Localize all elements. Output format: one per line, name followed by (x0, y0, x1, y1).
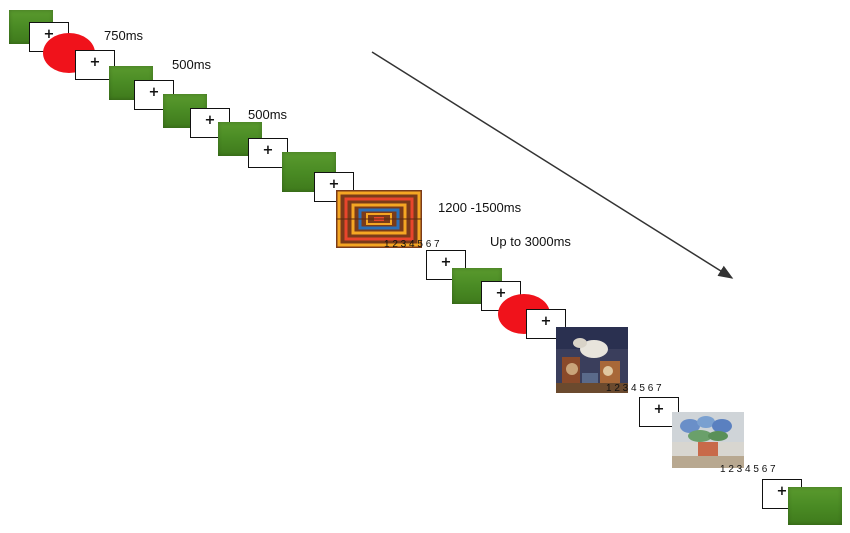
fixation-cross-icon: + (328, 177, 340, 192)
fixation-screen: + (248, 138, 288, 168)
fixation-cross-icon: + (262, 143, 274, 158)
timing-label-up-to-3000: Up to 3000ms (490, 234, 571, 249)
fixation-cross-icon: + (440, 255, 452, 270)
fixation-cross-icon: + (653, 402, 665, 417)
timing-label-500-b: 500ms (248, 107, 288, 122)
fixation-cross-icon: + (89, 55, 101, 70)
green-screen (788, 487, 842, 525)
artwork-stimulus-image (672, 412, 744, 468)
fixation-cross-icon: + (148, 85, 160, 100)
artwork-stimulus-image (556, 327, 628, 393)
pattern-stimulus-image (336, 190, 422, 248)
fixation-cross-icon: + (776, 484, 788, 499)
rating-scale-3: 1 2 3 4 5 6 7 (720, 464, 776, 475)
timing-label-1200-1500: 1200 -1500ms (438, 200, 522, 215)
fixation-screen: + (426, 250, 466, 280)
timing-label-750: 750ms (104, 28, 144, 43)
fixation-cross-icon: + (43, 27, 55, 42)
fixation-cross-icon: + (495, 286, 507, 301)
rating-scale-2: 1 2 3 4 5 6 7 (606, 383, 662, 394)
fixation-cross-icon: + (540, 314, 552, 329)
rating-scale-1: 1 2 3 4 5 6 7 (384, 239, 440, 250)
timing-label-500-a: 500ms (172, 57, 212, 72)
fixation-screen: + (75, 50, 115, 80)
fixation-cross-icon: + (204, 113, 216, 128)
